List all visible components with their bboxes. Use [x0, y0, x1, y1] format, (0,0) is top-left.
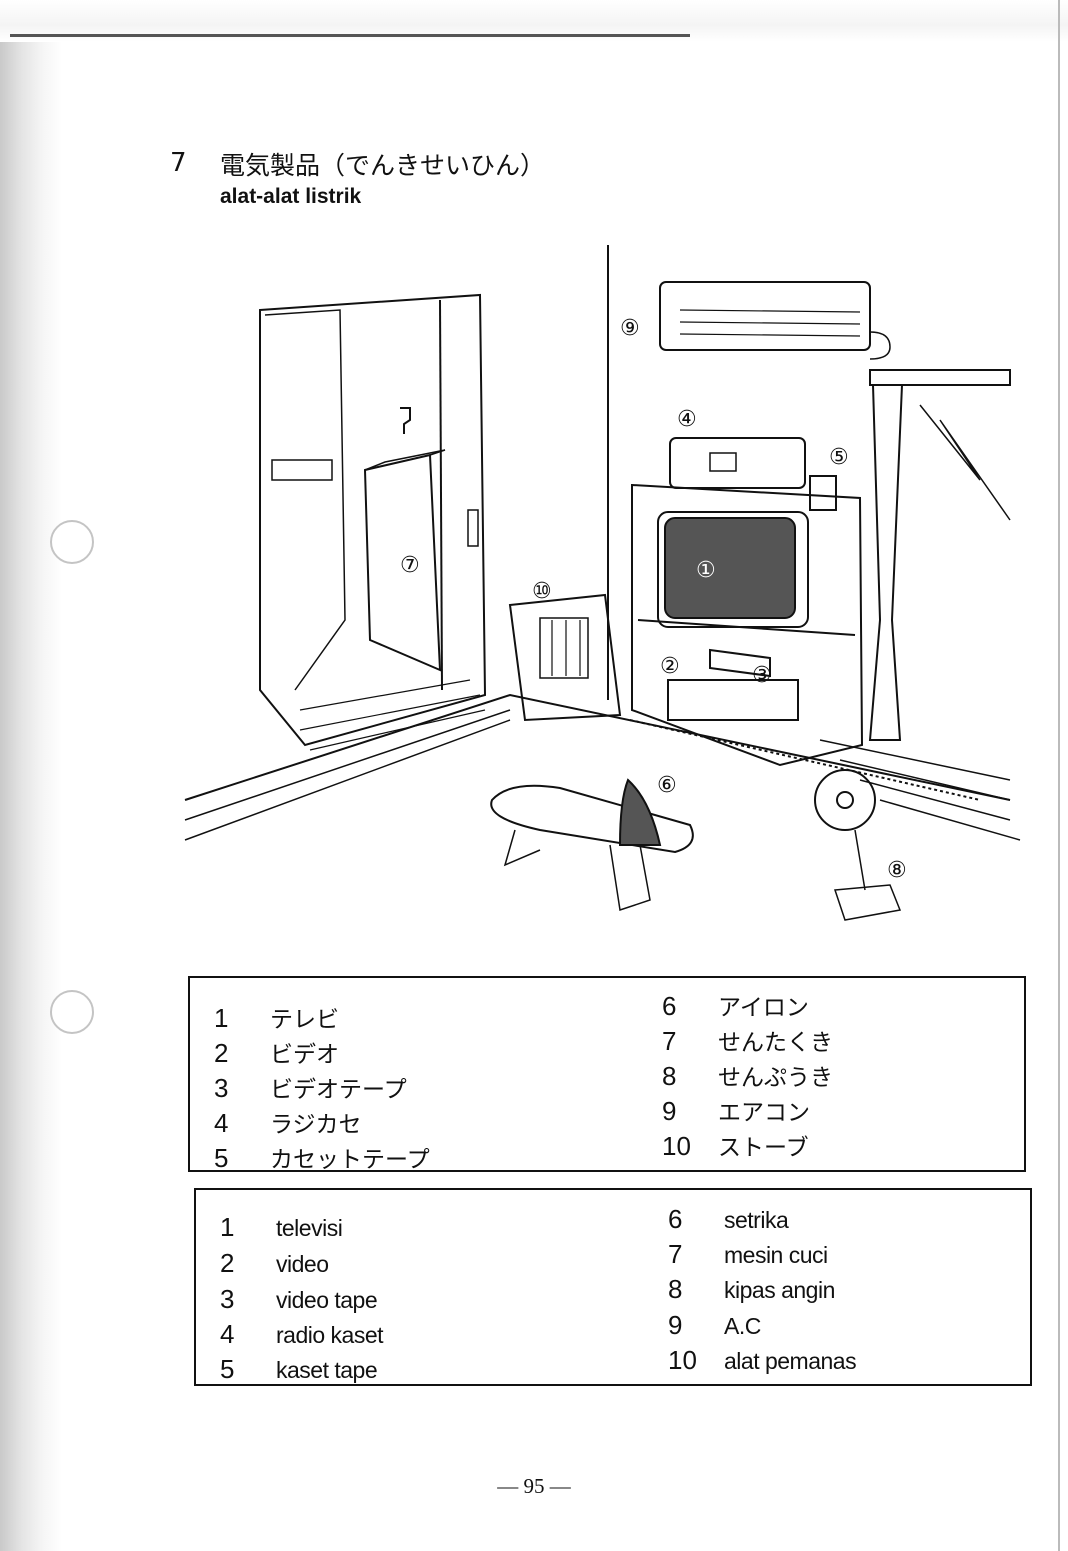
curtain	[868, 384, 904, 741]
page-edge	[0, 0, 62, 1551]
tv-cabinet	[631, 483, 864, 767]
label-7: ⑦	[400, 553, 420, 578]
ironing-board	[490, 784, 694, 854]
floor-edge	[184, 693, 1011, 801]
doorway	[259, 293, 487, 747]
cassette-tape	[809, 475, 837, 511]
video-recorder	[667, 679, 799, 721]
heater	[508, 593, 622, 722]
right-edge	[1058, 0, 1060, 1551]
iron	[618, 778, 662, 846]
label-8: ⑧	[887, 858, 907, 883]
video-tape	[709, 648, 771, 678]
curtain-rod	[869, 369, 1011, 386]
label-2: ②	[660, 654, 680, 679]
washing-machine	[363, 453, 442, 672]
label-6: ⑥	[657, 773, 677, 798]
electric-fan	[814, 769, 876, 831]
section-title-indonesian: alat-alat listrik	[220, 185, 362, 208]
water-tap	[400, 407, 411, 434]
label-1: ①	[696, 558, 716, 583]
top-rule	[10, 34, 690, 37]
binder-hole-upper	[50, 520, 94, 564]
binder-hole-lower	[50, 990, 94, 1034]
label-5: ⑤	[829, 445, 849, 470]
room-illustration: ① ② ③ ④ ⑤ ⑥ ⑦ ⑧ ⑨ ⑩	[184, 245, 1021, 921]
radio-cassette	[669, 437, 806, 489]
section-title-japanese: 電気製品（でんきせいひん）	[220, 151, 546, 180]
page-number: — 95 —	[497, 1474, 571, 1498]
label-3: ③	[752, 663, 772, 688]
air-conditioner	[659, 281, 871, 351]
label-10: ⑩	[532, 579, 552, 604]
label-4: ④	[677, 407, 697, 432]
section-number: 7	[170, 148, 187, 178]
label-9: ⑨	[620, 316, 640, 341]
